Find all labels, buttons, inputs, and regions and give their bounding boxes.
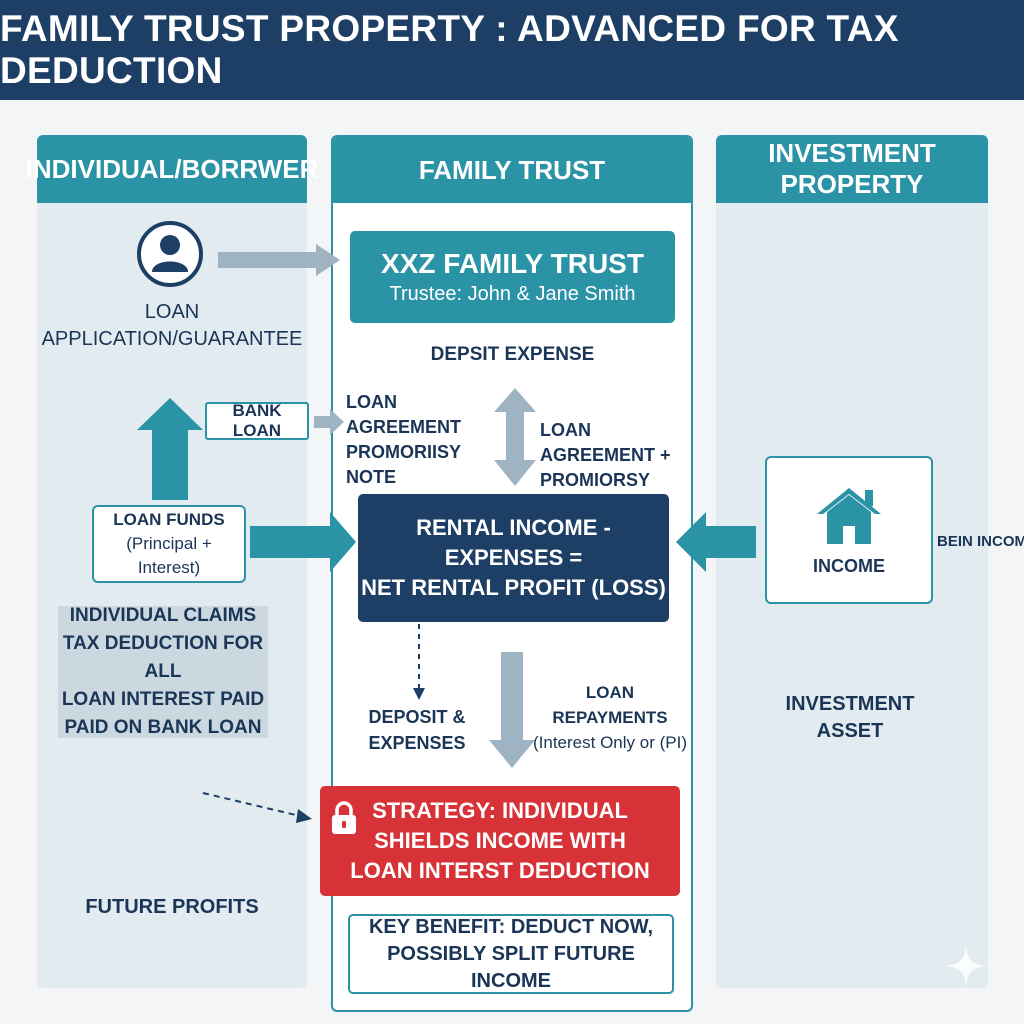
arrow-to-trust (218, 244, 340, 276)
loan-repayments-line2: (Interest Only or (PI) (533, 732, 687, 752)
column-individual-header: INDIVIDUAL/BORRWER (26, 135, 318, 203)
loan-repayments-label: LOAN REPAYMENTS (Interest Only or (PI) (530, 683, 690, 752)
benefit-line1: KEY BENEFIT: DEDUCT NOW, (368, 915, 654, 938)
loan-label-line2: APPLICATION/GUARANTEE (41, 328, 303, 350)
key-benefit-box: KEY BENEFIT: DEDUCT NOW, POSSIBLY SPLIT … (348, 914, 674, 994)
loan-funds-title: LOAN FUNDS (113, 510, 225, 529)
claims-line3: LOAN INTEREST PAID (61, 689, 265, 710)
arrow-loan-funds-to-formula (250, 512, 356, 572)
net-rental-formula-box: RENTAL INCOME - EXPENSES = NET RENTAL PR… (358, 494, 669, 622)
loan-agreement-right-line1: LOAN AGREEMENT + (540, 420, 671, 465)
loan-application-label: LOAN APPLICATION/GUARANTEE (40, 298, 304, 354)
asset-line2: ASSET (816, 720, 884, 742)
page-title: FAMILY TRUST PROPERTY : ADVANCED FOR TAX… (0, 0, 1024, 100)
lock-icon (330, 800, 358, 836)
house-icon (813, 484, 885, 546)
claims-line4: PAID ON BANK LOAN (64, 717, 262, 738)
arrow-bank-loan (314, 409, 344, 435)
column-property: INVESTMENT PROPERTY (716, 135, 988, 988)
investment-asset-label: INVESTMENT ASSET (740, 690, 960, 746)
benefit-line2: POSSIBLY SPLIT FUTURE INCOME (387, 942, 635, 992)
future-profits-label: FUTURE PROFITS (85, 895, 259, 918)
claims-line1: INDIVIDUAL CLAIMS (69, 605, 257, 626)
bein-income-label: BEIN INCOME (937, 533, 1024, 550)
arrow-double-vertical (494, 388, 536, 486)
deposit-expense-label: DEPSIT EXPENSE (430, 344, 595, 365)
trust-trustee: Trustee: John & Jane Smith (389, 283, 636, 305)
trust-name-box: XXZ FAMILY TRUST Trustee: John & Jane Sm… (350, 231, 675, 323)
asset-line1: INVESTMENT (785, 693, 915, 715)
trust-name: XXZ FAMILY TRUST (381, 248, 644, 279)
column-trust-header: FAMILY TRUST (333, 137, 691, 203)
strategy-line2: SHIELDS INCOME WITH (374, 828, 626, 853)
arrow-loan-repayments (489, 652, 535, 768)
income-box: INCOME (765, 456, 933, 604)
deposit-expenses-label: DEPOSIT & EXPENSES (352, 702, 482, 758)
loan-funds-subtitle: (Principal + Interest) (126, 534, 212, 577)
loan-funds-box: LOAN FUNDS (Principal + Interest) (92, 505, 246, 583)
arrow-dashed-to-strategy (202, 792, 312, 823)
loan-agreement-left: LOAN AGREEMENT PROMORIISY NOTE (346, 390, 506, 490)
arrow-property-to-formula (676, 512, 756, 572)
deposit-expenses-line2: EXPENSES (368, 733, 466, 753)
income-label: INCOME (813, 555, 885, 576)
formula-line1: RENTAL INCOME - EXPENSES = (416, 515, 611, 570)
loan-agreement-left-line2: PROMORIISY NOTE (346, 442, 461, 487)
strategy-box: STRATEGY: INDIVIDUAL SHIELDS INCOME WITH… (320, 786, 680, 896)
loan-label-line1: LOAN (144, 301, 200, 323)
tax-claim-box: INDIVIDUAL CLAIMS TAX DEDUCTION FOR ALL … (58, 605, 268, 738)
formula-line2: NET RENTAL PROFIT (LOSS) (361, 575, 666, 600)
arrow-dashed-deposit (413, 624, 425, 700)
bank-loan-label: BANK LOAN (232, 401, 282, 440)
bank-loan-box: BANK LOAN (205, 401, 309, 440)
arrow-up-loan (137, 398, 203, 500)
claims-line2: TAX DEDUCTION FOR ALL (62, 633, 264, 682)
strategy-line3: LOAN INTERST DEDUCTION (350, 858, 650, 883)
strategy-line1: STRATEGY: INDIVIDUAL (372, 798, 628, 823)
loan-repayments-line1: LOAN REPAYMENTS (552, 682, 668, 727)
sparkle-icon (944, 944, 988, 988)
loan-agreement-left-line1: LOAN AGREEMENT (346, 392, 462, 437)
deposit-expenses-line1: DEPOSIT & (368, 707, 466, 727)
column-property-header: INVESTMENT PROPERTY (716, 135, 988, 203)
user-icon (136, 220, 204, 288)
